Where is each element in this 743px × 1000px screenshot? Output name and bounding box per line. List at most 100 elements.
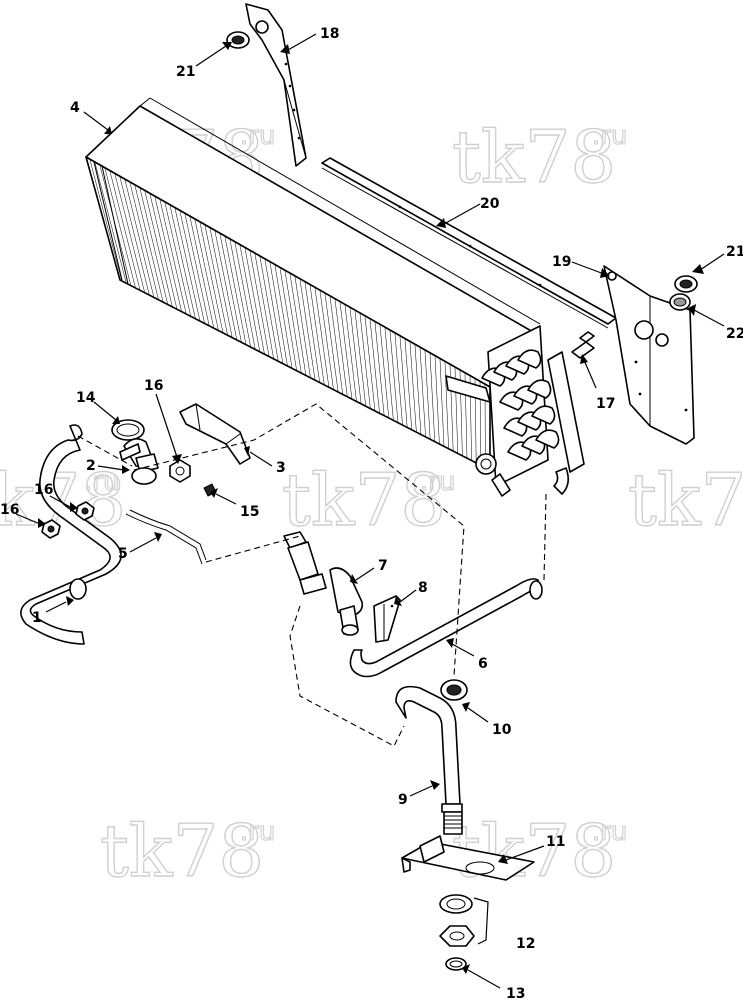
callout-9: 9 [398, 792, 408, 808]
core-fin-line [399, 336, 408, 428]
core-fin-line [234, 242, 256, 351]
core-fin-line [139, 188, 169, 306]
part-5-capillary [125, 509, 207, 565]
part-13-o-ring [445, 957, 467, 971]
watermark-suffix: .ru [84, 467, 119, 497]
part-1-hose [20, 424, 122, 645]
callout-5: 5 [118, 546, 128, 562]
core-fin-line [89, 159, 123, 283]
tube-bends [481, 349, 560, 461]
core-fin-line [144, 191, 173, 308]
core-fin-line [284, 271, 302, 374]
part-16-nut [169, 459, 191, 483]
callout-16-middle: 16 [34, 482, 53, 498]
core-fin-line [194, 219, 219, 332]
callout-3: 3 [276, 460, 286, 476]
core-fin-line [404, 339, 413, 431]
callout-21-top: 21 [176, 64, 195, 80]
core-fin-line [329, 296, 344, 395]
part-3-bracket [179, 403, 251, 465]
core-fin-line [354, 311, 367, 407]
core-fin-line [349, 308, 362, 405]
watermark-6: tk78 .ru [99, 808, 276, 893]
callout-20: 20 [480, 196, 500, 212]
part-7-valve-assembly [283, 531, 364, 636]
part-14-clamp [111, 419, 145, 441]
core-fin-line [324, 293, 339, 393]
core-fin-line [269, 262, 288, 367]
callout-12: 12 [516, 936, 535, 952]
part-2-valve [119, 438, 159, 485]
callout-16-left: 16 [0, 502, 19, 518]
core-fin-line [314, 288, 330, 388]
core-fin-line [154, 196, 183, 313]
core-fin-line [259, 256, 279, 362]
core-fin-line [119, 177, 150, 297]
core-fin-line [149, 194, 178, 311]
callout-2: 2 [86, 458, 96, 474]
part-22-grommet [669, 293, 691, 311]
core-fin-line [384, 328, 394, 421]
core-fin-line [199, 222, 224, 334]
core-fin-line [114, 174, 146, 294]
callout-16-upper: 16 [144, 378, 163, 394]
core-fin-line [244, 248, 265, 355]
callout-6: 6 [478, 656, 488, 672]
callout-10: 10 [492, 722, 512, 738]
part-8-bracket [373, 595, 401, 643]
core-fin-line [204, 225, 229, 337]
callout-22: 22 [726, 326, 743, 342]
core-fin-line [374, 322, 385, 416]
core-fin-line [294, 276, 311, 379]
core-fin-line [344, 305, 357, 402]
watermark-2: tk78 .ru [451, 114, 628, 199]
part-10-grommet [440, 679, 468, 701]
part-11-bracket [401, 835, 535, 881]
callout-4: 4 [70, 100, 80, 116]
core-fin-line [224, 236, 247, 346]
core-fin-line [164, 202, 192, 318]
core-fin-line [429, 353, 436, 442]
callout-21-right: 21 [726, 244, 743, 260]
core-fin-line [299, 279, 316, 381]
assembly-dashed-lines [77, 403, 547, 747]
watermark-4: tk78 .ru [281, 457, 456, 542]
watermark-text: tk78 [628, 458, 743, 542]
callout-15: 15 [240, 504, 259, 520]
core-fin-line [309, 285, 325, 386]
core-fin-line [289, 273, 307, 377]
watermark-3: tk78 .ru [0, 457, 127, 542]
core-fin-line [359, 313, 371, 409]
core-fin-line [379, 325, 390, 419]
core-fin-line [134, 185, 164, 304]
part-12-nut [439, 925, 475, 947]
core-fin-line [439, 359, 445, 447]
core-fin-line [94, 162, 127, 285]
core-fin-line [319, 291, 334, 391]
part-16-nut-left [75, 501, 95, 521]
core-fin-line [264, 259, 284, 365]
core-fin-line [229, 239, 252, 348]
core-fin-line [219, 234, 242, 344]
callout-14: 14 [76, 390, 96, 406]
part-17-fitting [571, 331, 595, 359]
callout-1: 1 [32, 610, 42, 626]
watermark-suffix: .ru [592, 121, 627, 151]
core-fin-line [174, 208, 201, 323]
callout-17: 17 [596, 396, 615, 412]
core-fin-line [279, 268, 298, 372]
core-fin-line [209, 228, 233, 339]
core-fin-line [179, 211, 206, 325]
watermark-suffix: .ru [420, 467, 455, 497]
watermark-text: tk78 [282, 458, 446, 542]
callout-18: 18 [320, 26, 339, 42]
core-fin-line [369, 319, 380, 414]
callout-11: 11 [546, 834, 565, 850]
part-19-bracket [603, 265, 695, 445]
part-21-grommet-right [674, 275, 698, 293]
core-fin-line [169, 205, 196, 320]
part-4-heater-core [85, 97, 585, 497]
core-fin-line [249, 251, 270, 358]
